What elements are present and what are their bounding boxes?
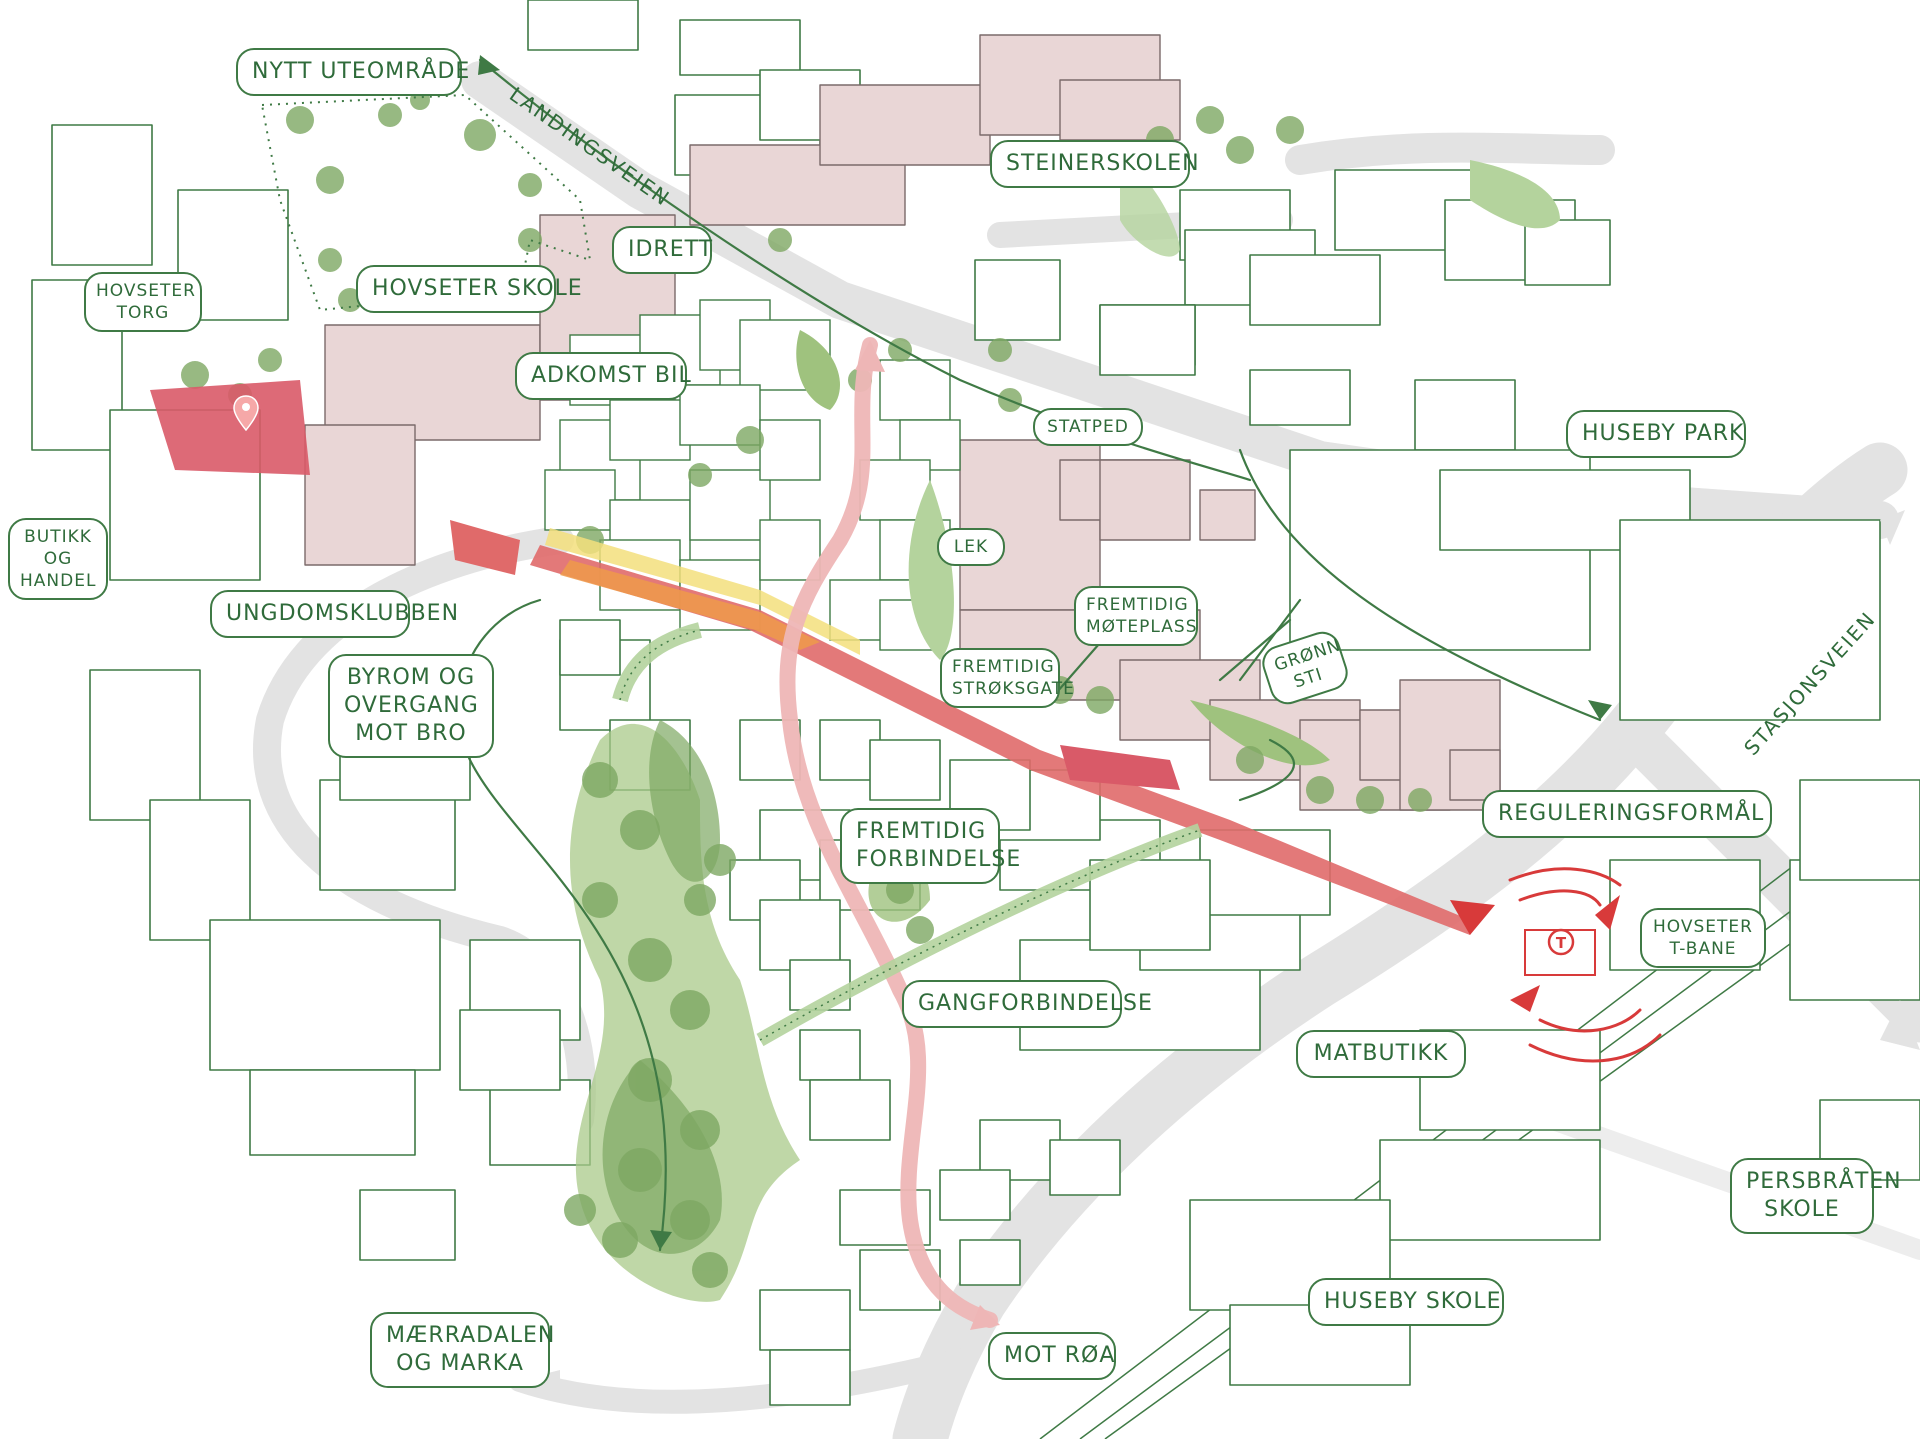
label-statped: STATPED <box>1033 408 1143 446</box>
label-persbraten-skole: PERSBRÅTEN SKOLE <box>1730 1158 1901 1234</box>
label-lek: LEK <box>937 528 1005 566</box>
buildings-outline <box>31 0 1920 1406</box>
label-maerradalen: MÆRRADALEN OG MARKA <box>370 1312 554 1388</box>
label-reguleringsformal: REGULERINGSFORMÅL <box>1482 790 1772 838</box>
label-butikk-og-handel: BUTIKK OG HANDEL <box>8 518 108 600</box>
label-nytt-uteomrade: NYTT UTEOMRÅDE <box>236 48 469 96</box>
label-byrom-og-overgang: BYROM OG OVERGANG MOT BRO <box>328 654 494 758</box>
label-matbutikk: MATBUTIKK <box>1296 1030 1466 1078</box>
pedestrian-path-top <box>855 340 885 372</box>
label-ungdomsklubben: UNGDOMSKLUBBEN <box>210 590 458 638</box>
label-adkomst-bil: ADKOMST BIL <box>515 352 691 400</box>
label-hovseter-torg: HOVSETER TORG <box>84 272 202 332</box>
label-mot-roa: MOT RØA <box>988 1332 1116 1380</box>
future-connection <box>756 823 1203 1047</box>
label-huseby-skole: HUSEBY SKOLE <box>1308 1278 1504 1326</box>
arrow-heads <box>478 55 1612 1250</box>
t-bane-icon: T <box>1524 928 1596 976</box>
station-rings <box>1508 867 1662 1063</box>
label-huseby-park: HUSEBY PARK <box>1566 410 1746 458</box>
label-fremtidig-forbindelse: FREMTIDIG FORBINDELSE <box>840 808 1020 884</box>
location-pin-icon <box>233 395 259 432</box>
main-street <box>450 520 1470 935</box>
pedestrian-path-arrow <box>970 1305 1000 1330</box>
label-gangforbindelse: GANGFORBINDELSE <box>902 980 1152 1028</box>
station-arrows <box>1450 895 1620 1012</box>
hovseter-torg-plaza <box>150 380 310 475</box>
label-fremtidig-stroksgate: FREMTIDIG STRØKSGATE <box>940 648 1074 708</box>
label-hovseter-tbane: HOVSETER T-BANE <box>1640 908 1766 968</box>
label-fremtidig-moteplass: FREMTIDIG MØTEPLASS <box>1074 586 1198 646</box>
label-hovseter-skole: HOVSETER SKOLE <box>356 265 582 313</box>
pedestrian-path <box>779 337 998 1328</box>
label-idrett: IDRETT <box>612 226 712 274</box>
svg-text:T: T <box>1556 934 1567 952</box>
green-arrows <box>457 58 1602 1252</box>
label-steinerskolen: STEINERSKOLEN <box>990 140 1199 188</box>
